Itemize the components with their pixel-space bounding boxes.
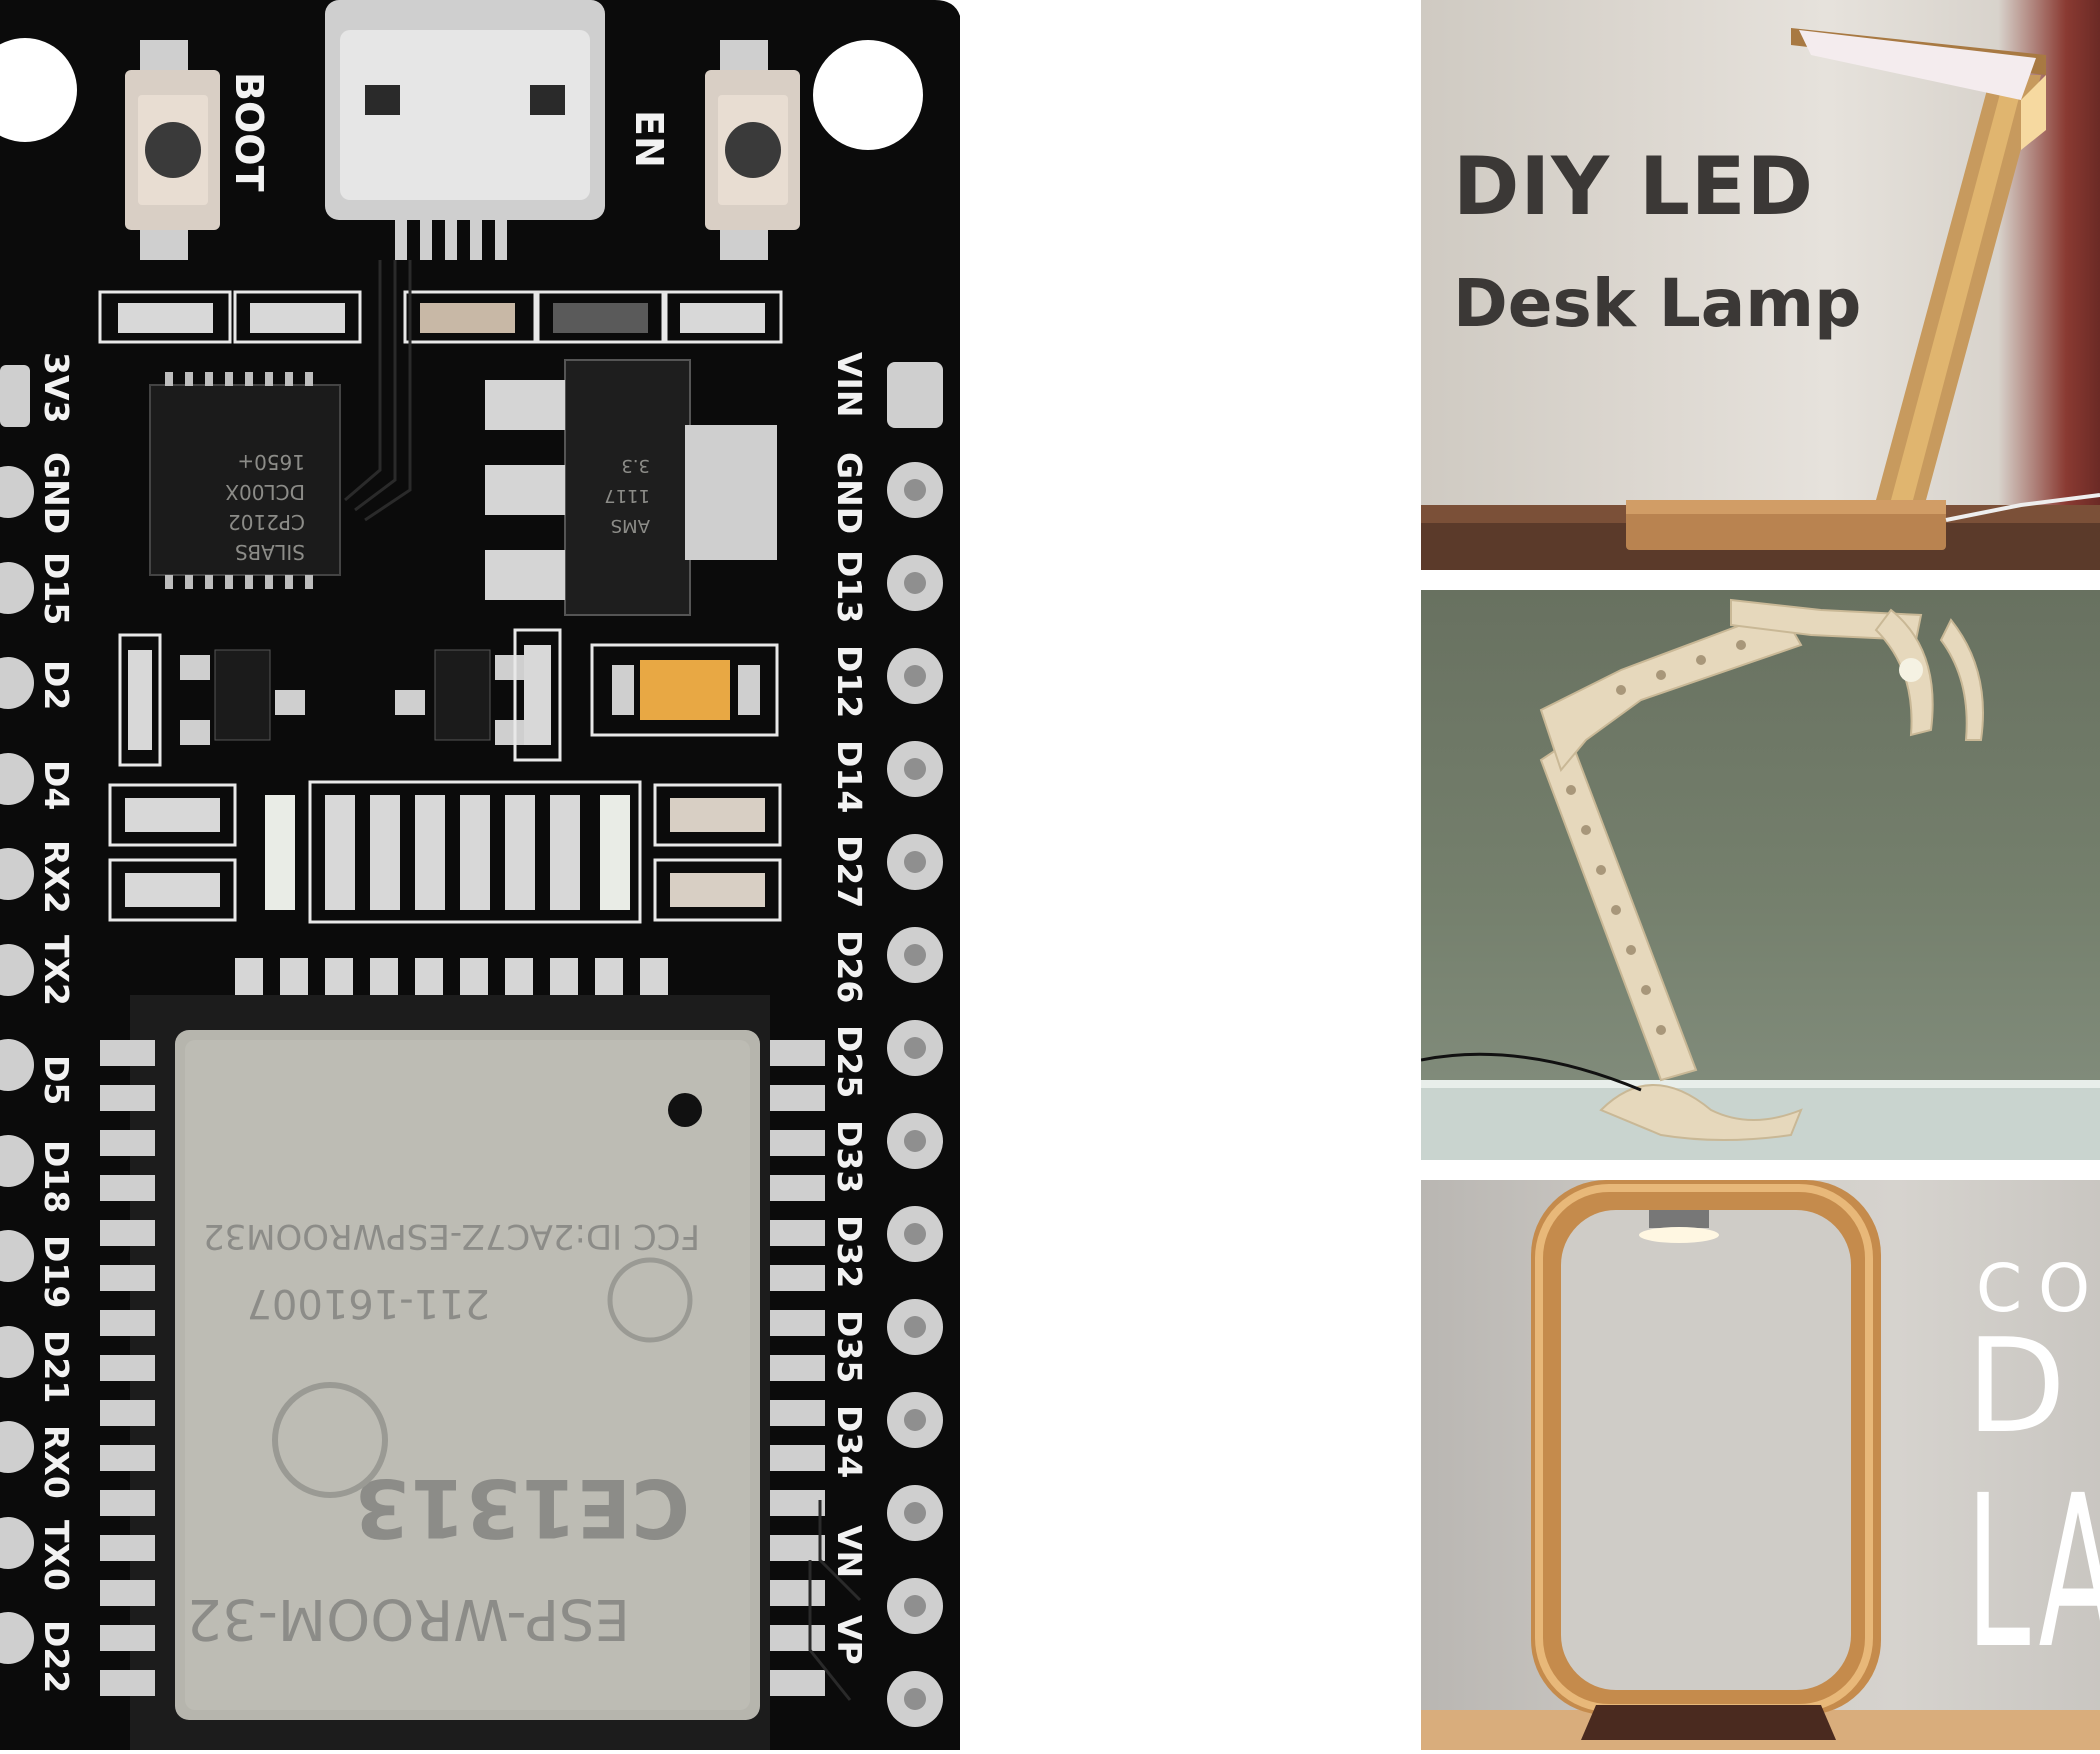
boot-label: BOOT: [227, 72, 271, 192]
mounting-hole-right: [813, 40, 923, 150]
esp32-board-svg: BOOT EN: [0, 0, 962, 1754]
boot-button: [125, 40, 220, 260]
articulated-plywood-lamp-photo: [1421, 590, 2100, 1160]
right-pin-label: VP: [830, 1615, 869, 1665]
right-pin-label: D26: [830, 930, 869, 1003]
panel1-title-line2: Desk Lamp: [1453, 265, 1862, 342]
plywood-lamp-illustration: [1421, 598, 2100, 1160]
panel3-text-line2: D: [1966, 1310, 2067, 1462]
led-module: [1649, 1210, 1709, 1228]
left-pin-label: GND: [37, 452, 76, 534]
right-pin-label: VIN: [830, 352, 869, 417]
shield-cert-text: 211-161007: [247, 1280, 490, 1326]
en-label: EN: [627, 110, 671, 168]
smd-parts-top: [118, 303, 765, 333]
right-pin-label: D12: [830, 645, 869, 718]
usb-uart-chip: SILABS CP2102 DCL00X 1650+: [149, 372, 341, 589]
espressif-logo: [272, 1382, 388, 1498]
esp32-board-photo: BOOT EN: [0, 0, 962, 1754]
regulator-text-1: AMS: [611, 515, 650, 536]
mounting-hole-left: [0, 38, 77, 142]
left-pin-label: TX0: [37, 1520, 76, 1591]
micro-usb-connector: [325, 0, 605, 260]
left-pin-labels: 3V3 GND D15 D2 D4 RX2 TX2 D5 D18 D19 D21…: [37, 352, 76, 1693]
left-pin-label: D21: [37, 1330, 76, 1403]
lamp-upper-arm: [1539, 608, 1803, 773]
regulator-text-2: 1117: [604, 485, 650, 506]
chip-text-2: CP2102: [228, 510, 305, 534]
shield-ce-text: CE1313: [354, 1461, 690, 1554]
wood-lamp-illustration: [1421, 28, 2100, 570]
left-pin-label: D4: [37, 760, 76, 810]
chip-text-4: 1650+: [237, 450, 305, 474]
shield-fcc-text: FCC ID:2AC7Z-ESPWROOM32: [203, 1216, 700, 1256]
voltage-regulator: AMS 1117 3.3: [485, 359, 777, 616]
chip-text-1: SILABS: [235, 540, 305, 564]
smd-resistor-row-top: [98, 290, 783, 344]
right-pin-label: D35: [830, 1310, 869, 1383]
led-light: [1899, 658, 1923, 682]
right-pin-label: D33: [830, 1120, 869, 1193]
lamp-base: [1581, 1705, 1836, 1740]
regulator-text-3: 3.3: [621, 455, 650, 476]
left-pin-label: D2: [37, 660, 76, 710]
chip-text-3: DCL00X: [225, 480, 305, 504]
left-header-pins: [0, 365, 34, 1664]
left-pin-label: 3V3: [37, 352, 76, 423]
left-pin-label: D18: [37, 1140, 76, 1213]
rf-shield: FCC ID:2AC7Z-ESPWROOM32 211-161007 CE131…: [175, 1030, 760, 1720]
diy-led-desk-lamp-photo: DIY LED Desk Lamp: [1421, 0, 2100, 570]
right-pin-label: D34: [830, 1405, 869, 1478]
left-pin-label: D22: [37, 1620, 76, 1693]
module-side-pads: [100, 1040, 825, 1696]
shield-model-text: ESP-WROOM-32: [186, 1586, 630, 1651]
panel3-text-line1: CO: [1976, 1250, 2100, 1327]
right-pin-label: D27: [830, 835, 869, 908]
bentwood-lamp-illustration: [1421, 1180, 2100, 1750]
right-header-pins: [887, 362, 943, 1727]
left-pin-label: D5: [37, 1055, 76, 1105]
bentwood-desk-lamp-photo: CO D LA: [1421, 1180, 2100, 1750]
wifi-cert-logo: [607, 1257, 693, 1343]
left-pin-label: TX2: [37, 935, 76, 1006]
lamp-foot: [1599, 1084, 1803, 1141]
right-pin-label: D25: [830, 1025, 869, 1098]
panel1-title-line1: DIY LED: [1453, 140, 1814, 233]
right-pin-label: D13: [830, 550, 869, 623]
right-pin-labels: VIN GND D13 D12 D14 D27 D26 D25 D33 D32 …: [830, 352, 869, 1665]
lamp-cable: [1421, 1052, 1642, 1092]
left-pin-label: RX0: [37, 1425, 76, 1499]
right-pin-label: D14: [830, 740, 869, 813]
smd-parts-middle: [118, 628, 779, 767]
right-pin-label: VN: [830, 1525, 869, 1578]
resistor-bank: [108, 780, 782, 924]
left-pin-label: D15: [37, 552, 76, 625]
right-pin-label: D32: [830, 1215, 869, 1288]
right-pin-label: GND: [830, 452, 869, 534]
pcb-traces: [344, 260, 862, 1701]
panel3-text-line3: LA: [1966, 1450, 2100, 1695]
lamp-cable: [1945, 493, 2100, 522]
en-button: [705, 40, 800, 260]
left-pin-label: RX2: [37, 840, 76, 914]
left-pin-label: D19: [37, 1235, 76, 1308]
